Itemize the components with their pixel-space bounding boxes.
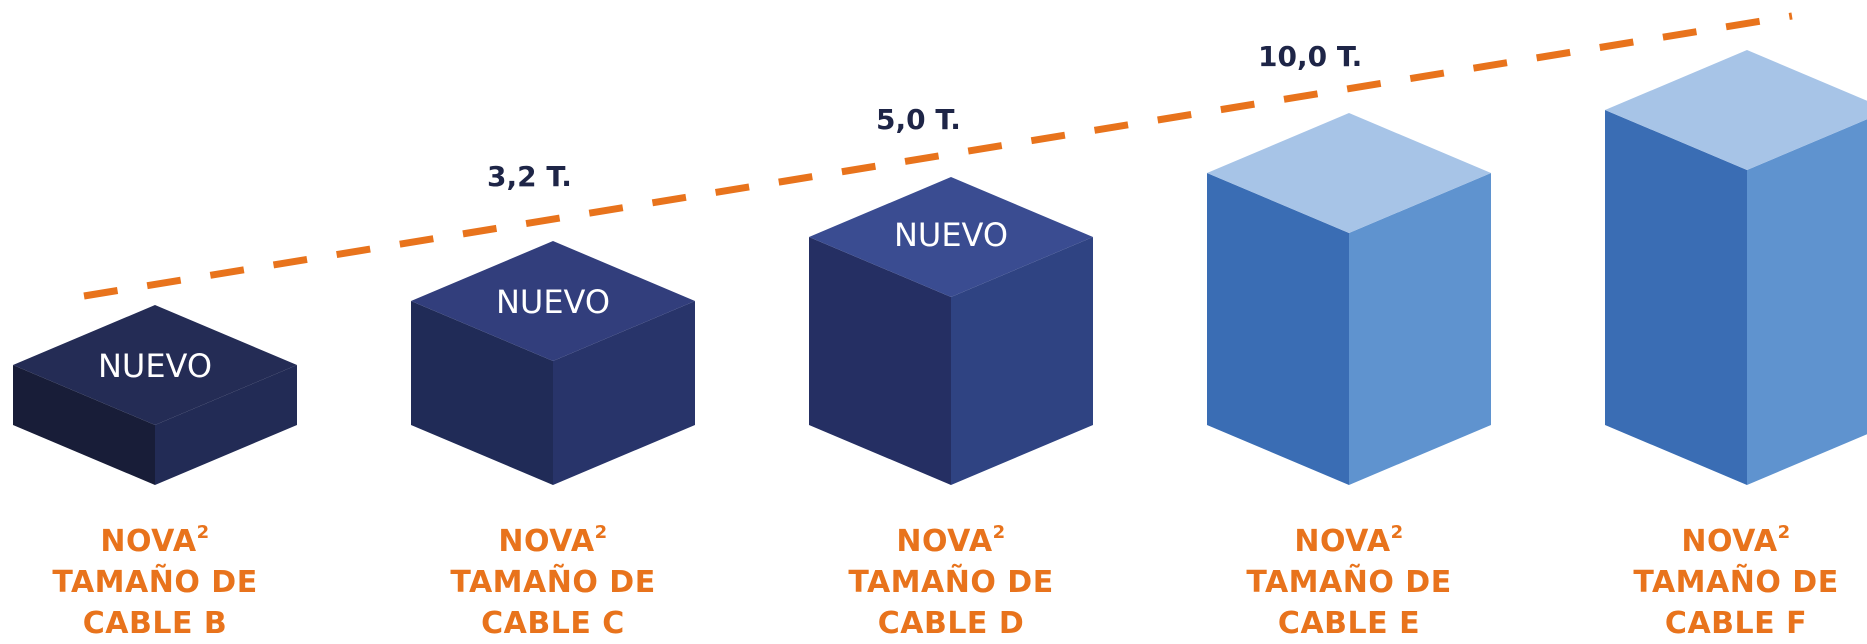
cube-f-right-face — [1747, 119, 1867, 485]
cable-e-caption: NOVA2 TAMAÑO DE CABLE E — [1219, 512, 1479, 644]
capacity-label-e: 10,0 T. — [1258, 40, 1363, 73]
cube-f-left-face — [1605, 110, 1747, 485]
cable-d-name: CABLE D — [877, 606, 1025, 641]
cube-c-left-face — [411, 301, 553, 485]
cable-d-product: NOVA — [896, 524, 993, 559]
cable-d-size-label: TAMAÑO DE — [848, 565, 1054, 600]
cube-b-top-face — [13, 305, 297, 425]
new-badge-b: NUEVO — [97, 347, 213, 385]
cube-e-right-face — [1349, 173, 1491, 485]
cable-d-superscript: 2 — [992, 522, 1006, 543]
cube-d-top-face — [809, 177, 1093, 297]
cable-c-superscript: 2 — [594, 522, 608, 543]
cable-c-product: NOVA — [498, 524, 595, 559]
cube-b-right-face — [155, 365, 297, 485]
cable-d-caption: NOVA2 TAMAÑO DE CABLE D — [821, 512, 1081, 644]
cable-b-product: NOVA — [100, 524, 197, 559]
capacity-trend-line — [83, 12, 1793, 300]
cable-c-name: CABLE C — [481, 606, 625, 641]
cable-e-superscript: 2 — [1390, 522, 1404, 543]
capacity-label-d: 5,0 T. — [876, 103, 961, 136]
cable-b-size-label: TAMAÑO DE — [52, 565, 258, 600]
cubes-group — [13, 50, 1867, 485]
cable-f-superscript: 2 — [1777, 522, 1791, 543]
cube-b-left-face — [13, 365, 155, 485]
cable-b-caption: NOVA2 TAMAÑO DE CABLE B — [25, 512, 285, 644]
cable-f-caption: NOVA2 TAMAÑO DE CABLE F — [1606, 512, 1866, 644]
new-badge-c: NUEVO — [495, 283, 611, 321]
capacity-label-c: 3,2 T. — [487, 160, 572, 193]
cable-b-name: CABLE B — [82, 606, 228, 641]
cable-e-size-label: TAMAÑO DE — [1246, 565, 1452, 600]
cube-f-top-face — [1605, 50, 1867, 170]
cube-c-top-face — [411, 241, 695, 361]
cable-f-size-label: TAMAÑO DE — [1633, 565, 1839, 600]
cable-c-size-label: TAMAÑO DE — [450, 565, 656, 600]
cable-c-caption: NOVA2 TAMAÑO DE CABLE C — [423, 512, 683, 644]
cube-d-right-face — [951, 237, 1093, 485]
cube-e-top-face — [1207, 113, 1491, 233]
cable-f-name: CABLE F — [1664, 606, 1808, 641]
cable-e-product: NOVA — [1294, 524, 1391, 559]
cable-f-product: NOVA — [1681, 524, 1778, 559]
new-badge-d: NUEVO — [893, 216, 1009, 254]
cube-e-left-face — [1207, 173, 1349, 485]
cable-e-name: CABLE E — [1277, 606, 1421, 641]
cable-b-superscript: 2 — [196, 522, 210, 543]
cube-c-right-face — [553, 301, 695, 485]
cube-d-left-face — [809, 237, 951, 485]
